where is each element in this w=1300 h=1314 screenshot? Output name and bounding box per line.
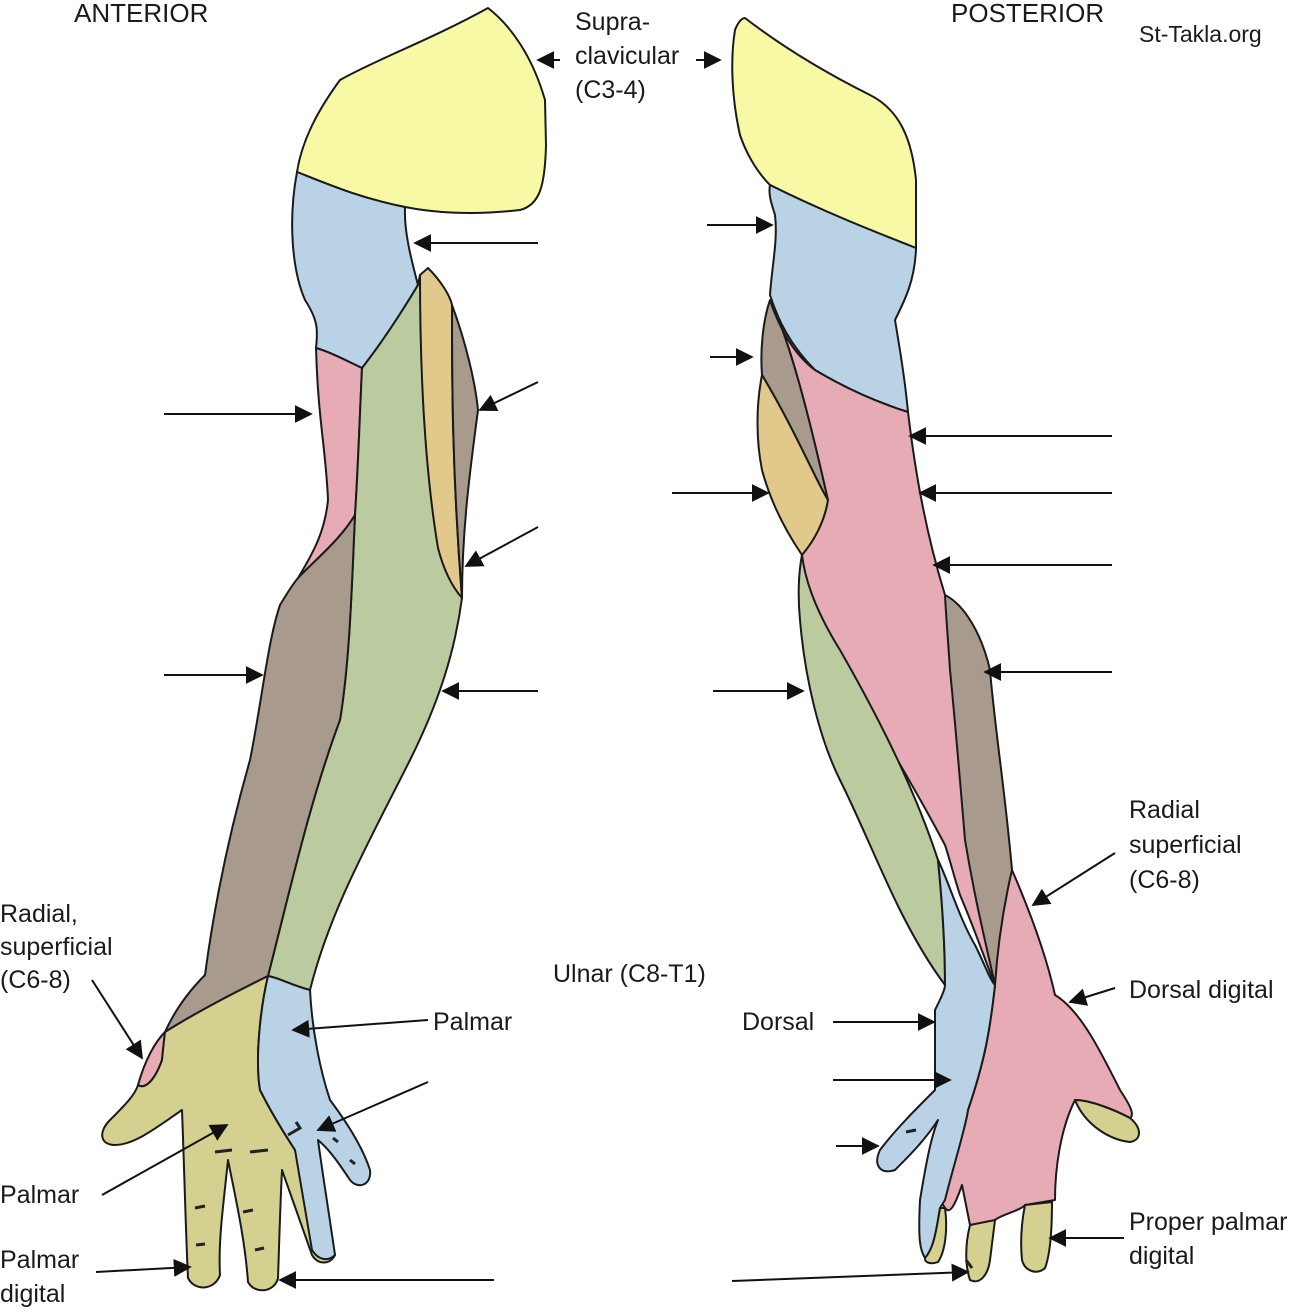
- label-supraclavicular-line1: Supra-: [575, 8, 650, 36]
- posterior-ulnar-dorsal-region: [876, 859, 996, 1259]
- anterior-palm-creases: [194, 1121, 356, 1252]
- anterior-arm: [101, 7, 547, 1292]
- label-ulnar: Ulnar (C8-T1): [553, 960, 706, 988]
- label-supraclavicular-line3: (C3-4): [575, 76, 646, 104]
- label-radial-superficial-left-line3: (C6-8): [0, 966, 71, 994]
- posterior-finger-tip-middle: [1020, 1201, 1053, 1273]
- posterior-finger-tip-thumb: [1074, 1099, 1140, 1143]
- pointer-arrows: [91, 51, 1124, 1289]
- posterior-arm: [731, 17, 1140, 1283]
- anterior-lateral-upper-region: [451, 304, 479, 599]
- label-radial-superficial-right-line3: (C6-8): [1129, 866, 1200, 894]
- label-palmar-digital-line1: Palmar: [0, 1246, 79, 1274]
- label-proper-palmar-digital-line1: Proper palmar: [1129, 1208, 1287, 1236]
- posterior-finger-tip-little: [923, 1207, 948, 1265]
- posterior-heading: POSTERIOR: [951, 0, 1104, 28]
- watermark: St-Takla.org: [1139, 21, 1262, 47]
- anterior-supraclavicular-region: [296, 7, 547, 215]
- label-dorsal-digital: Dorsal digital: [1129, 976, 1274, 1004]
- anterior-ulnar-palm-region: [256, 975, 372, 1261]
- posterior-finger-tip-index: [965, 1219, 996, 1283]
- label-radial-superficial-right-line1: Radial: [1129, 796, 1200, 824]
- label-radial-superficial-right-line2: superficial: [1129, 831, 1242, 859]
- posterior-medial-antebrachial-region: [797, 554, 946, 986]
- label-palmar-ulnar: Palmar: [433, 1008, 512, 1036]
- label-palmar-median: Palmar: [0, 1181, 79, 1209]
- label-supraclavicular-line2: clavicular: [575, 42, 679, 70]
- label-palmar-digital-line2: digital: [0, 1280, 65, 1308]
- anterior-heading: ANTERIOR: [74, 0, 208, 28]
- label-proper-palmar-digital-line2: digital: [1129, 1242, 1194, 1270]
- label-dorsal: Dorsal: [742, 1008, 814, 1036]
- label-radial-superficial-left-line2: superficial: [0, 933, 113, 961]
- label-radial-superficial-left-line1: Radial,: [0, 900, 78, 928]
